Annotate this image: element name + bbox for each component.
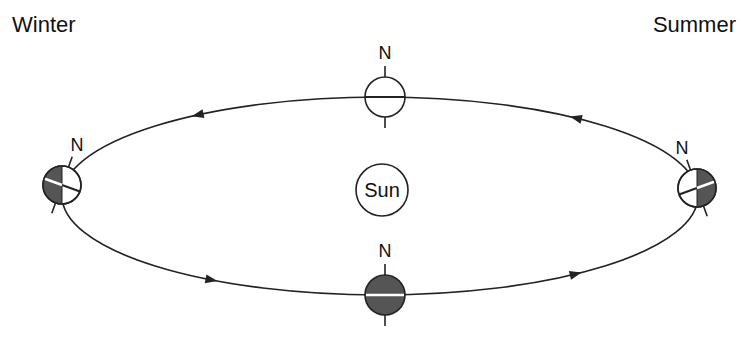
north-marker: N: [379, 242, 392, 260]
node-text: Sun: [364, 180, 400, 200]
season-label: Summer: [653, 14, 736, 36]
orbit-arrowhead: [569, 271, 582, 280]
north-marker: N: [676, 139, 689, 157]
orbit-arrowhead: [192, 109, 205, 118]
orbit-path: [62, 97, 698, 295]
earth-bottom: [365, 264, 405, 326]
earth-top: [365, 66, 405, 128]
north-marker: N: [379, 44, 392, 62]
earth-summer: [678, 160, 716, 216]
north-marker: N: [71, 136, 84, 154]
earth-winter: [43, 157, 81, 213]
orbit-arrowhead: [205, 274, 218, 283]
orbit-arrows: [192, 109, 583, 283]
season-label: Winter: [12, 14, 76, 36]
orbit-arrowhead: [570, 115, 583, 124]
sun-circle: Sun: [355, 163, 409, 217]
